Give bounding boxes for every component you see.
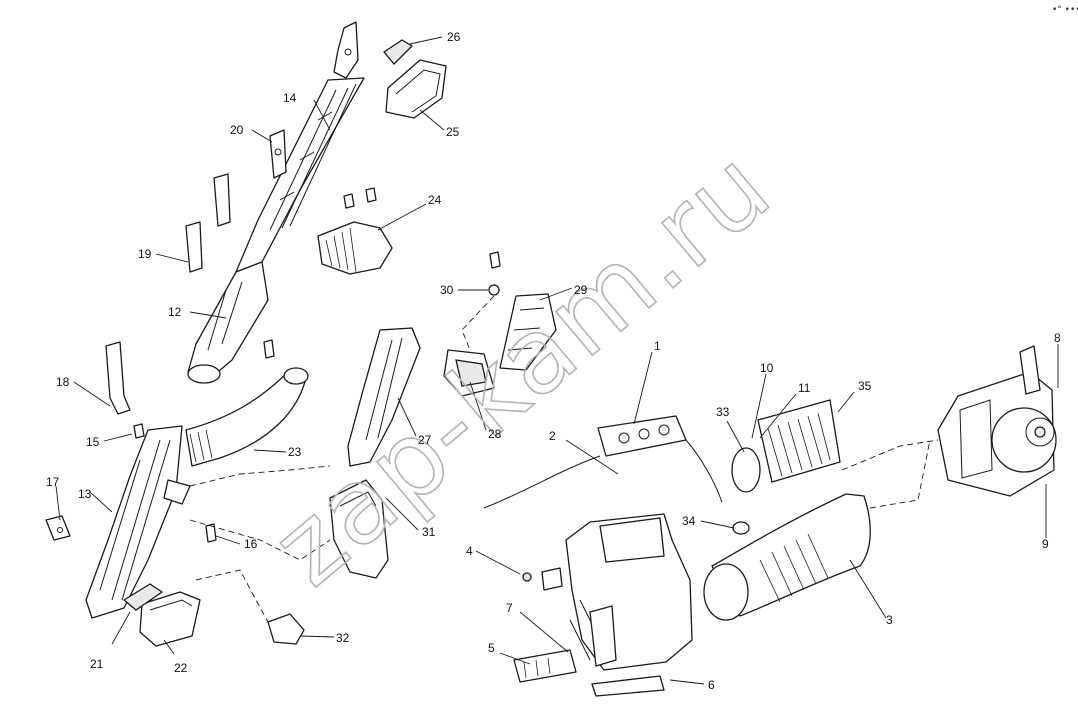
callout-6: 6 (708, 678, 715, 692)
air-outlet-25 (385, 59, 447, 119)
control-cable-2 (483, 439, 723, 509)
bracket-26-area (333, 21, 414, 79)
callout-27: 27 (418, 433, 432, 447)
callout-34: 34 (682, 514, 696, 528)
callout-5: 5 (488, 641, 495, 655)
fitting-4 (522, 567, 563, 591)
callout-3: 3 (886, 613, 893, 627)
callout-21: 21 (90, 657, 104, 671)
leader-lines (55, 36, 1059, 685)
callout-28: 28 (488, 427, 502, 441)
callout-24: 24 (428, 193, 442, 207)
callout-17: 17 (46, 475, 60, 489)
control-panel-1 (597, 415, 687, 457)
callout-9: 9 (1042, 537, 1049, 551)
callout-1: 1 (654, 339, 661, 353)
elbow-32 (267, 613, 305, 645)
callout-35: 35 (858, 379, 872, 393)
callout-13: 13 (78, 487, 92, 501)
callout-25: 25 (446, 125, 460, 139)
seal-34 (732, 521, 750, 535)
filter-35 (757, 399, 841, 483)
valve-5 (513, 649, 577, 683)
blower-9 (937, 345, 1057, 497)
air-duct-27 (347, 327, 421, 467)
center-air-duct-12 (187, 261, 269, 384)
watermark-text: zap-kam.ru (250, 126, 793, 610)
callout-16: 16 (244, 537, 258, 551)
bracket-6 (591, 675, 665, 697)
lower-air-duct-13 (85, 425, 191, 619)
callout-4: 4 (466, 544, 473, 558)
callout-8: 8 (1054, 331, 1061, 345)
callout-15: 15 (86, 435, 100, 449)
callout-labels: 1 2 3 4 5 6 7 8 9 10 11 12 13 14 15 16 1… (46, 30, 1061, 692)
corrugated-hose-3 (703, 493, 871, 621)
callout-23: 23 (288, 445, 302, 459)
bracket-17 (45, 515, 71, 541)
callout-31: 31 (422, 525, 436, 539)
callout-10: 10 (760, 361, 774, 375)
bracket-18 (105, 341, 131, 415)
seal-33 (731, 447, 761, 493)
callout-26: 26 (447, 30, 461, 44)
vent-28 (443, 349, 495, 397)
bracket-20 (269, 129, 287, 179)
bracket-19 (185, 173, 231, 273)
air-outlet-22 (139, 591, 201, 647)
corner-mark: •° ••• (1052, 5, 1078, 15)
screws (133, 187, 501, 543)
callout-12: 12 (168, 305, 182, 319)
air-outlet-31 (329, 479, 389, 579)
callout-29: 29 (574, 283, 588, 297)
callout-20: 20 (230, 123, 244, 137)
callout-30: 30 (440, 283, 454, 297)
callout-2: 2 (549, 429, 556, 443)
callout-11: 11 (798, 381, 811, 395)
upper-air-duct-14 (235, 77, 365, 273)
callout-19: 19 (138, 247, 152, 261)
heater-housing-7 (565, 513, 693, 671)
damper-21 (122, 583, 164, 611)
callout-18: 18 (56, 375, 70, 389)
corrugated-hose-24 (317, 221, 393, 275)
callout-33: 33 (716, 405, 730, 419)
callout-14: 14 (283, 91, 297, 105)
curved-duct-23 (185, 367, 309, 467)
callout-22: 22 (174, 661, 188, 675)
callout-32: 32 (336, 631, 350, 645)
vent-29 (499, 293, 557, 371)
callout-7: 7 (506, 601, 513, 615)
